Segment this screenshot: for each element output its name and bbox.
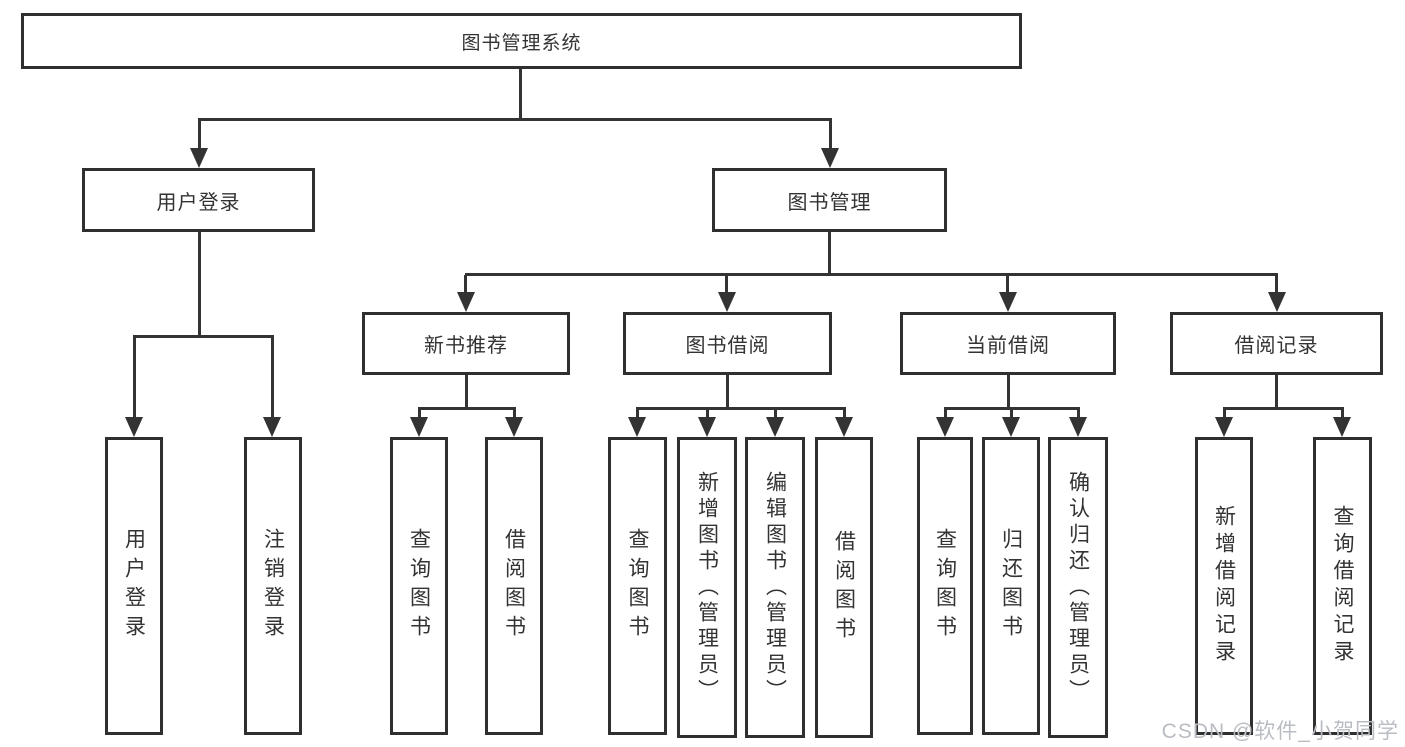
leaf-cb-query-books: 查询图书: [917, 437, 973, 735]
connector-new-book-rail: [418, 407, 516, 410]
leaf-br-query-record: 查询借阅记录: [1313, 437, 1372, 735]
arrow-to-login: [125, 417, 143, 437]
csdn-watermark: CSDN @软件_小贺同学: [1161, 720, 1399, 743]
connector-drop-book-mgmt: [829, 120, 832, 150]
connector-borrow-record-stub: [1275, 375, 1278, 407]
node-borrowing-records: 借阅记录: [1170, 312, 1383, 375]
connector-drop-bb-query: [636, 409, 639, 419]
arrow-to-nb-query: [410, 417, 428, 437]
leaf-nb-borrow-books: 借阅图书: [485, 437, 543, 735]
connector-drop-br-query: [1341, 409, 1344, 419]
arrow-to-book-borrow: [718, 292, 736, 312]
connector-book-borrow-rail: [636, 407, 846, 410]
connector-drop-cb-confirm: [1077, 409, 1080, 419]
leaf-nb-query-books: 查询图书: [390, 437, 448, 735]
node-user-login: 用户登录: [82, 168, 315, 232]
arrow-to-br-add: [1215, 417, 1233, 437]
connector-drop-bb-add: [706, 409, 709, 419]
leaf-bb-edit-books-admin: 编辑图书（管理员）: [745, 437, 805, 738]
connector-user-login-stub: [198, 232, 201, 335]
arrow-to-bb-add: [698, 417, 716, 437]
leaf-bb-borrow-books: 借阅图书: [815, 437, 873, 738]
arrow-to-bb-borrow: [835, 417, 853, 437]
arrow-to-cb-return: [1002, 417, 1020, 437]
connector-current-borrow-rail: [944, 407, 1080, 410]
node-new-book-recommend: 新书推荐: [362, 312, 570, 375]
connector-drop-logout: [271, 337, 274, 417]
arrow-to-cb-confirm: [1069, 417, 1087, 437]
connector-drop-bb-edit: [774, 409, 777, 419]
arrow-to-nb-borrow: [505, 417, 523, 437]
connector-user-login-rail: [133, 335, 274, 338]
connector-new-book-stub: [465, 375, 468, 407]
arrow-to-logout: [263, 417, 281, 437]
connector-drop-borrow-record: [1275, 275, 1278, 294]
connector-borrow-record-rail: [1223, 407, 1344, 410]
connector-drop-nb-query: [418, 409, 421, 419]
arrow-to-bb-query: [628, 417, 646, 437]
connector-drop-cb-query: [944, 409, 947, 419]
connector-drop-new-book: [464, 275, 467, 294]
arrow-to-new-book: [457, 292, 475, 312]
arrow-to-cb-query: [936, 417, 954, 437]
leaf-bb-add-books-admin: 新增图书（管理员）: [677, 437, 737, 738]
leaf-cb-return-books: 归还图书: [982, 437, 1040, 735]
arrow-to-bb-edit: [766, 417, 784, 437]
node-book-borrowing: 图书借阅: [623, 312, 832, 375]
connector-drop-cb-return: [1010, 409, 1013, 419]
connector-l3-rail: [465, 273, 1278, 276]
connector-drop-nb-borrow: [513, 409, 516, 419]
leaf-bb-query-books: 查询图书: [608, 437, 667, 735]
node-library-management-system: 图书管理系统: [21, 13, 1022, 69]
leaf-cb-confirm-return-admin: 确认归还（管理员）: [1048, 437, 1108, 738]
leaf-user-login: 用户登录: [105, 437, 163, 735]
connector-drop-br-add: [1223, 409, 1226, 419]
arrow-to-borrow-record: [1268, 292, 1286, 312]
connector-drop-user-login: [198, 120, 201, 150]
connector-book-borrow-stub: [726, 375, 729, 407]
connector-l1-rail: [198, 118, 832, 121]
node-current-borrowing: 当前借阅: [900, 312, 1116, 375]
node-book-management: 图书管理: [712, 168, 947, 232]
connector-root-stub: [519, 69, 522, 118]
connector-drop-book-borrow: [725, 275, 728, 294]
connector-drop-current-borrow: [1006, 275, 1009, 294]
leaf-logout: 注销登录: [244, 437, 302, 735]
arrow-to-user-login: [190, 148, 208, 168]
arrow-to-book-mgmt: [821, 148, 839, 168]
connector-book-mgmt-stub: [828, 232, 831, 273]
connector-drop-bb-borrow: [843, 409, 846, 419]
arrow-to-br-query: [1333, 417, 1351, 437]
leaf-br-add-record: 新增借阅记录: [1195, 437, 1253, 735]
arrow-to-current-borrow: [999, 292, 1017, 312]
connector-drop-login: [133, 337, 136, 417]
connector-current-borrow-stub: [1007, 375, 1010, 407]
